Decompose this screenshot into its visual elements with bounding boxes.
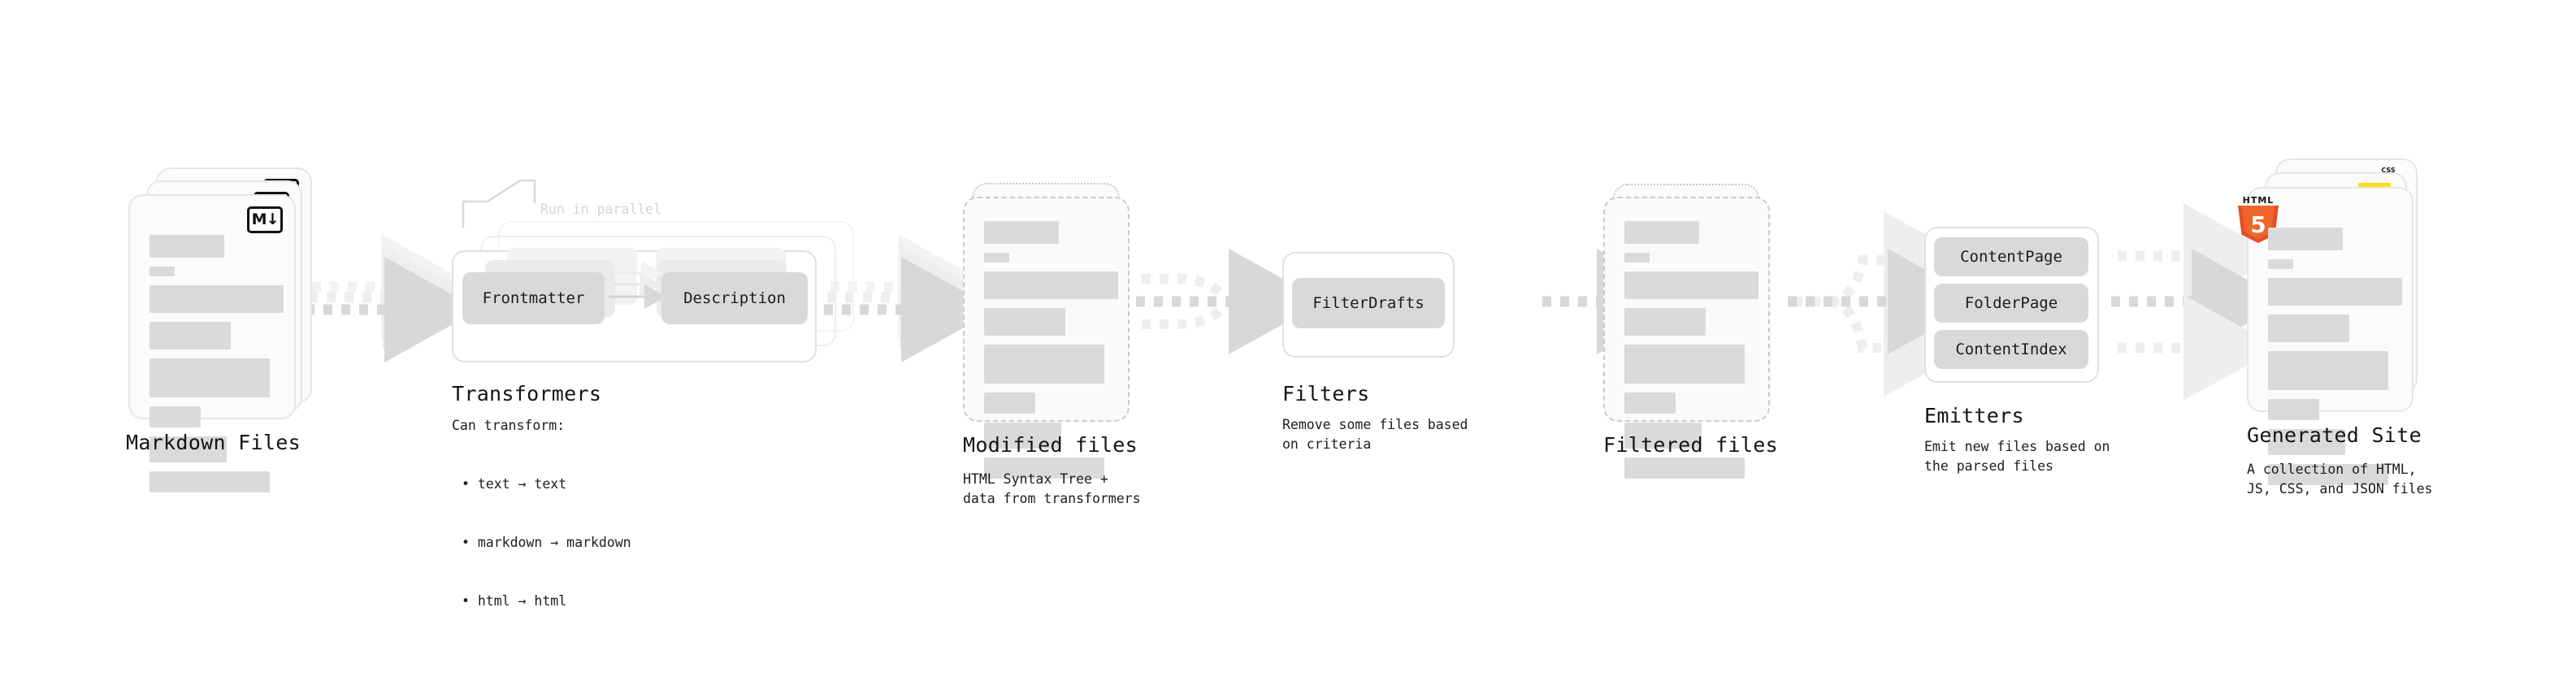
modified-file-card-front[interactable] [963,197,1130,479]
doc-placeholder-bars [984,221,1118,488]
doc-bar [2268,314,2349,342]
modified-files-description: HTML Syntax Tree + data from transformer… [963,471,1141,506]
transformer-chip-frontmatter[interactable]: Frontmatter [462,272,605,324]
doc-placeholder-bars [2268,228,2402,494]
doc-bar [2268,429,2345,455]
doc-bar [2268,399,2319,420]
doc-bar [1624,221,1699,244]
doc-bar [984,423,1061,449]
emitters-description: Emit new files based on the parsed files [1924,439,2110,474]
doc-bar [984,271,1118,299]
markdown-badge-front: M↓ [247,206,283,233]
doc-bar [150,471,270,492]
transformers-bullet-item: • text → text [462,476,567,492]
doc-bar [1624,271,1759,299]
transformers-bullet-item: • markdown → markdown [462,535,631,550]
connector-modified-to-filters [1136,249,1324,354]
emitter-chip-folderpage[interactable]: FolderPage [1934,284,2088,323]
doc-bar [984,393,1035,414]
doc-bar [1624,423,1702,449]
doc-bar [2268,464,2388,485]
doc-bar [150,267,175,276]
stage-label-filters: Filters [1282,382,1370,406]
filter-chip-filterdrafts[interactable]: FilterDrafts [1292,278,1445,328]
transformers-description: Can transform: [452,418,566,433]
doc-bar [1624,345,1745,384]
doc-bar [2268,228,2343,250]
doc-placeholder-bars [150,235,284,501]
emitter-chip-contentpage[interactable]: ContentPage [1934,237,2088,276]
doc-bar [150,235,224,258]
stage-label-generated-site: Generated Site [2247,423,2422,447]
connector-filtered-to-emitters [1788,211,1983,397]
html5-wordmark: HTML [2242,195,2275,206]
doc-bar [984,221,1059,244]
doc-bar [2268,278,2402,306]
stage-label-emitters: Emitters [1924,404,2024,427]
doc-bar [150,406,201,427]
emitter-chip-contentindex[interactable]: ContentIndex [1934,330,2088,369]
doc-bar [984,345,1104,384]
connector-emitters-to-site [2111,203,2287,401]
transformers-annotation: Run in parallel [540,202,662,217]
doc-bar [984,308,1065,336]
connector-md-to-transformers [306,234,479,362]
stage-label-filtered-files: Filtered files [1603,433,1778,457]
doc-bar [984,458,1104,479]
doc-bar [150,436,227,462]
doc-bar [1624,458,1745,479]
doc-bar [150,322,231,349]
markdown-file-card-front[interactable]: M↓ [128,194,296,492]
doc-bar [2268,351,2388,390]
doc-bar [2268,259,2293,269]
site-file-card-html[interactable]: HTML 5 [2238,187,2413,485]
stage-label-modified-files: Modified files [963,433,1138,457]
transformer-chip-description[interactable]: Description [661,272,808,324]
generated-site-description: A collection of HTML, JS, CSS, and JSON … [2247,462,2433,497]
stage-label-transformers: Transformers [452,382,602,406]
doc-bar [150,285,284,313]
filtered-file-card-front[interactable] [1603,197,1770,479]
doc-bar [150,358,270,397]
stage-label-markdown-files: Markdown Files [126,431,301,454]
doc-bar [1624,308,1706,336]
transformers-bullets: • text → text • markdown → markdown • ht… [462,436,631,650]
doc-placeholder-bars [1624,221,1759,488]
doc-bar [1624,253,1650,262]
doc-bar [984,253,1009,262]
filters-description: Remove some files based on criteria [1282,417,1468,452]
doc-bar [1624,393,1676,414]
transformers-bullet-item: • html → html [462,593,567,609]
html5-numeral: 5 [2250,211,2266,238]
